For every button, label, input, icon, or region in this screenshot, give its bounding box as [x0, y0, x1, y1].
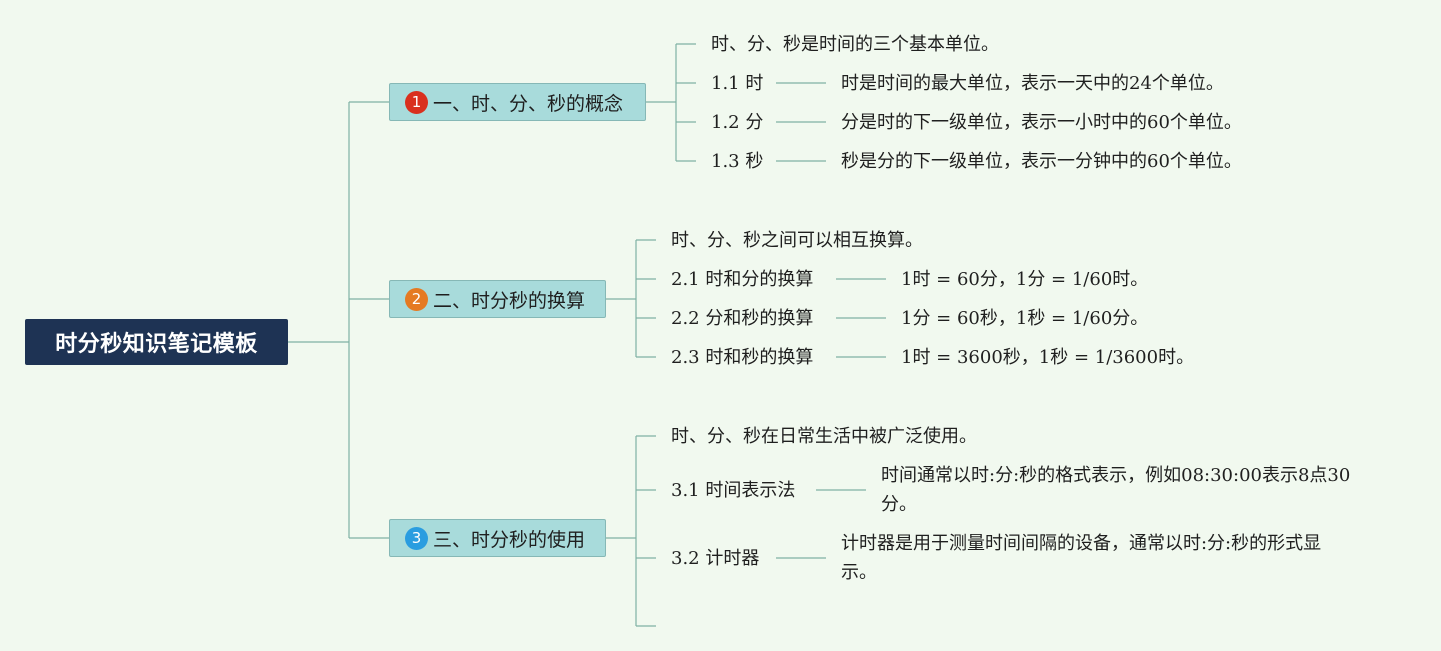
connector-b3-details	[776, 489, 866, 559]
subtopic-2-1[interactable]: 2.1 时和分的换算	[671, 269, 814, 290]
branch-label-1: 一、时、分、秒的概念	[433, 92, 624, 115]
detail-2-1: 1时 = 60分，1分 = 1/60时。	[901, 269, 1149, 290]
root-label: 时分秒知识笔记模板	[55, 332, 258, 357]
branch-label-2: 二、时分秒的换算	[433, 289, 586, 312]
subtopic-1-1[interactable]: 1.1 时	[711, 73, 764, 94]
branch-node-2[interactable]: 2 二、时分秒的换算	[389, 280, 606, 318]
marker-3-icon: 3	[405, 526, 428, 550]
detail-3-2: 计时器是用于测量时间间隔的设备，通常以时:分:秒的形式显示。	[841, 533, 1322, 583]
branch-2-intro: 时、分、秒之间可以相互换算。	[671, 230, 923, 251]
detail-1-3: 秒是分的下一级单位，表示一分钟中的60个单位。	[841, 151, 1242, 172]
subtopic-1-3[interactable]: 1.3 秒	[711, 151, 764, 172]
branch-1-intro: 时、分、秒是时间的三个基本单位。	[711, 34, 999, 55]
detail-2-2: 1分 = 60秒，1秒 = 1/60分。	[901, 308, 1149, 329]
subtopic-3-1[interactable]: 3.1 时间表示法	[671, 480, 796, 501]
connector-branch-2	[606, 239, 656, 358]
branch-node-3[interactable]: 3 三、时分秒的使用	[389, 519, 606, 557]
connector-b1-details	[776, 82, 826, 162]
detail-2-3: 1时 = 3600秒，1秒 = 1/3600时。	[901, 347, 1195, 368]
detail-1-1: 时是时间的最大单位，表示一天中的24个单位。	[841, 73, 1224, 94]
connector-branch-1	[646, 43, 696, 162]
connector-branch-3	[606, 435, 656, 627]
connector-root-trunk	[288, 101, 389, 539]
detail-1-2: 分是时的下一级单位，表示一小时中的60个单位。	[841, 112, 1242, 133]
branch-3-intro: 时、分、秒在日常生活中被广泛使用。	[671, 426, 977, 447]
branch-label-3: 三、时分秒的使用	[433, 528, 586, 551]
subtopic-2-2[interactable]: 2.2 分和秒的换算	[671, 308, 814, 329]
subtopic-1-2[interactable]: 1.2 分	[711, 112, 764, 133]
detail-3-1: 时间通常以时:分:秒的格式表示，例如08:30:00表示8点30分。	[881, 465, 1351, 515]
subtopic-2-3[interactable]: 2.3 时和秒的换算	[671, 347, 814, 368]
root-node[interactable]: 时分秒知识笔记模板	[25, 319, 288, 365]
subtopic-3-2[interactable]: 3.2 计时器	[671, 548, 760, 569]
marker-2-icon: 2	[405, 287, 428, 311]
branch-node-1[interactable]: 1 一、时、分、秒的概念	[389, 83, 646, 121]
marker-1-icon: 1	[405, 90, 428, 114]
connector-b2-details	[836, 278, 886, 358]
